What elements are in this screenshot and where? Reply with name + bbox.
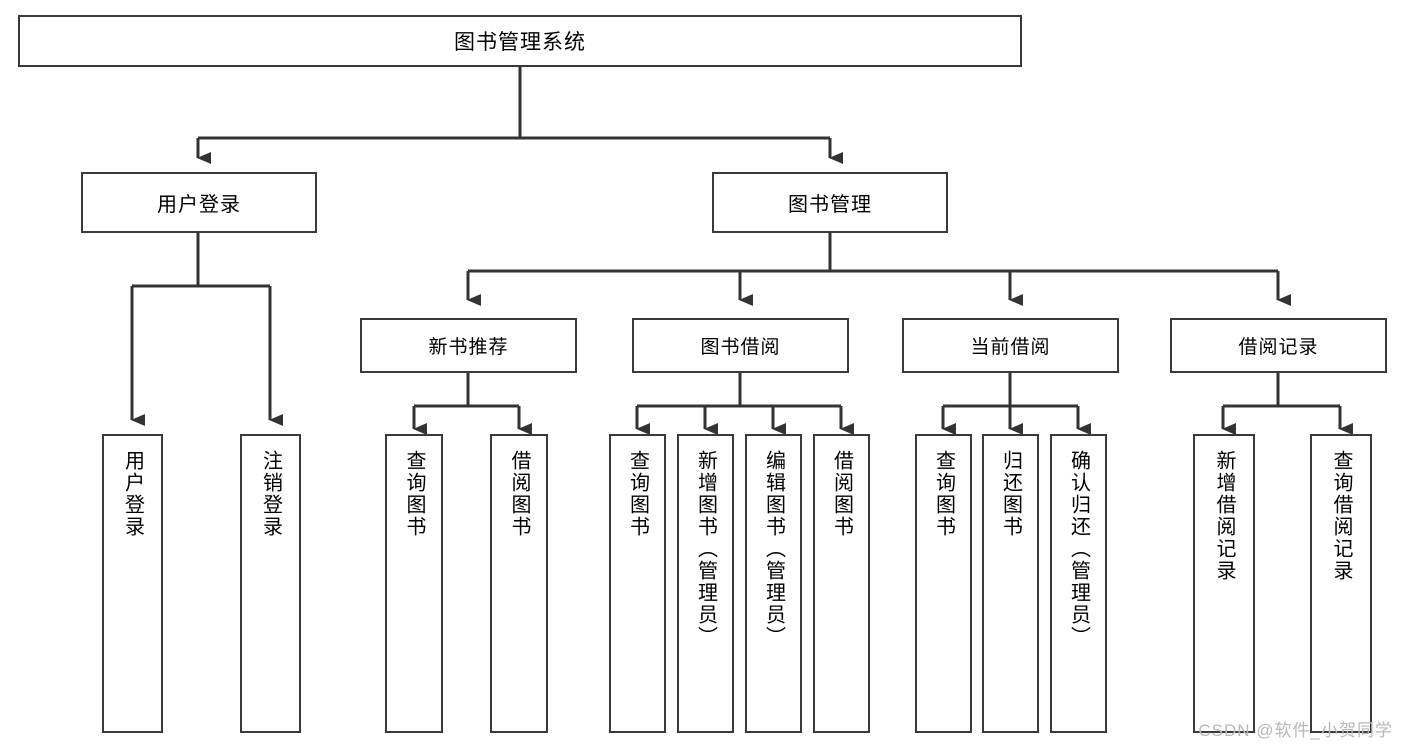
node-book-borrow[interactable]: 图书借阅 xyxy=(632,318,849,373)
node-book-borrow-label: 图书借阅 xyxy=(700,337,781,358)
node-leaf-add-record-label: 新增借阅记录 xyxy=(1213,450,1235,582)
node-leaf-borrow-book-2-label: 借阅图书 xyxy=(830,450,853,538)
node-leaf-add-record[interactable]: 新增借阅记录 xyxy=(1193,434,1255,733)
node-leaf-user-login[interactable]: 用户登录 xyxy=(102,434,163,733)
node-leaf-user-logout-label: 注销登录 xyxy=(259,450,282,538)
node-current-borrow-label: 当前借阅 xyxy=(970,337,1051,358)
node-leaf-borrow-book-2[interactable]: 借阅图书 xyxy=(813,434,870,733)
node-leaf-return-book[interactable]: 归还图书 xyxy=(982,434,1039,733)
node-leaf-query-book-3[interactable]: 查询图书 xyxy=(915,434,972,733)
node-leaf-query-record[interactable]: 查询借阅记录 xyxy=(1310,434,1372,733)
node-root-label: 图书管理系统 xyxy=(454,31,586,54)
node-book-manage-label: 图书管理 xyxy=(788,194,872,216)
watermark: CSDN @软件_小贺同学 xyxy=(1198,721,1393,740)
node-book-manage[interactable]: 图书管理 xyxy=(712,172,948,233)
node-leaf-query-book-2[interactable]: 查询图书 xyxy=(609,434,666,733)
node-leaf-confirm-return[interactable]: 确认归还（管理员） xyxy=(1050,434,1107,733)
node-leaf-query-book-1[interactable]: 查询图书 xyxy=(385,434,443,733)
node-leaf-query-record-label: 查询借阅记录 xyxy=(1330,450,1352,582)
node-current-borrow[interactable]: 当前借阅 xyxy=(902,318,1119,373)
node-leaf-user-logout[interactable]: 注销登录 xyxy=(240,434,301,733)
node-leaf-add-book-label: 新增图书（管理员） xyxy=(694,450,717,648)
node-root[interactable]: 图书管理系统 xyxy=(18,15,1022,67)
node-borrow-record-label: 借阅记录 xyxy=(1238,337,1319,358)
node-leaf-return-book-label: 归还图书 xyxy=(999,450,1022,538)
node-new-book-rec-label: 新书推荐 xyxy=(428,337,509,358)
node-leaf-query-book-2-label: 查询图书 xyxy=(626,450,649,538)
node-leaf-query-book-3-label: 查询图书 xyxy=(932,450,955,538)
node-user-login[interactable]: 用户登录 xyxy=(81,172,317,233)
node-leaf-user-login-label: 用户登录 xyxy=(121,450,144,538)
node-borrow-record[interactable]: 借阅记录 xyxy=(1170,318,1387,373)
node-leaf-query-book-1-label: 查询图书 xyxy=(403,450,425,538)
node-leaf-edit-book-label: 编辑图书（管理员） xyxy=(762,450,785,648)
node-user-login-label: 用户登录 xyxy=(157,194,241,216)
node-leaf-add-book[interactable]: 新增图书（管理员） xyxy=(677,434,734,733)
node-leaf-edit-book[interactable]: 编辑图书（管理员） xyxy=(745,434,802,733)
node-new-book-rec[interactable]: 新书推荐 xyxy=(360,318,577,373)
node-leaf-borrow-book-1[interactable]: 借阅图书 xyxy=(490,434,548,733)
node-leaf-borrow-book-1-label: 借阅图书 xyxy=(508,450,530,538)
node-leaf-confirm-return-label: 确认归还（管理员） xyxy=(1067,450,1090,648)
